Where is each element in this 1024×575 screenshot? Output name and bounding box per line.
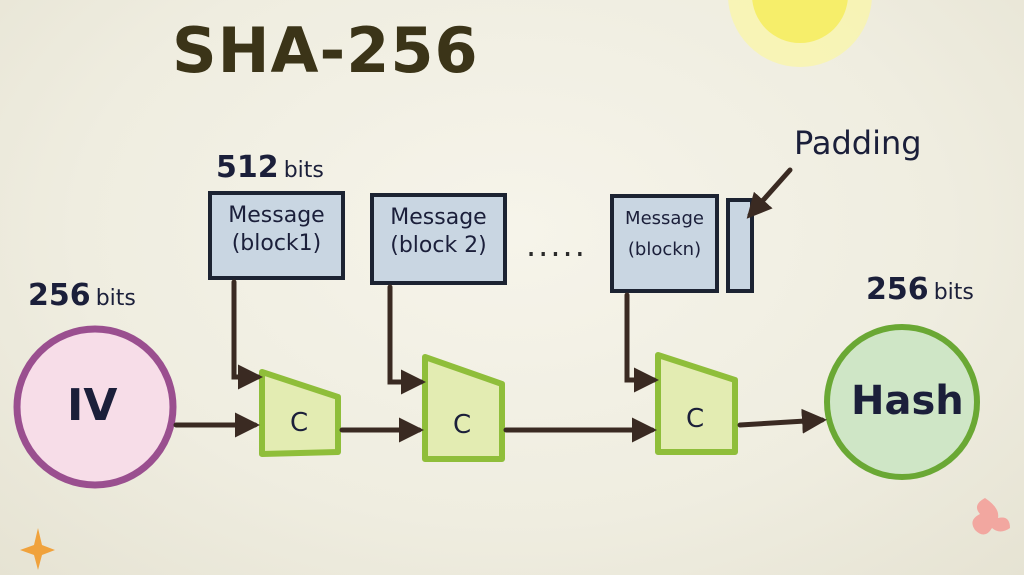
message-block-n-line2: (blockn) [627,238,702,260]
arrow-block1-to-c1 [231,279,263,390]
arrow-padding-pointer [746,167,793,219]
iv-bits-value: 256 [28,278,91,313]
message-bits-label: 512 bits [216,150,324,185]
diagram-title: SHA-256 [172,14,479,87]
message-block-n-text: Message (blockn) [612,208,717,261]
compress-node-3 [655,352,738,455]
compress-label-3: C [686,404,705,434]
sun-decoration [728,0,872,67]
compress-node-1 [259,369,341,457]
ellipsis: ..... [526,226,587,264]
hash-bits-label: 256 bits [866,272,974,307]
message-block-1-text: Message (block1) [210,202,343,257]
message-block-2 [370,193,507,285]
arrow-blockn-to-c3 [624,292,659,393]
hash-bits-value: 256 [866,272,929,307]
orange-flower-decoration [20,528,55,570]
message-block-2-line1: Message [390,205,487,230]
iv-label: IV [67,380,118,431]
compress-label-2: C [453,410,472,440]
arrow-block2-to-c2 [387,284,426,395]
message-bits-value: 512 [216,150,279,185]
hash-bits-unit: bits [933,280,974,305]
message-block-1 [208,191,345,280]
compress-label-1: C [290,408,309,438]
arrow-c3-to-hash [737,408,827,434]
message-bits-unit: bits [283,158,324,183]
compress-node-2 [422,354,505,462]
message-block-1-line2: (block1) [231,230,322,256]
iv-bits-label: 256 bits [28,278,136,313]
message-block-2-line2: (block 2) [390,232,487,258]
iv-bits-unit: bits [95,286,136,311]
hash-node [824,324,980,480]
message-block-1-line1: Message [228,203,325,228]
message-block-n [610,194,719,293]
message-block-2-text: Message (block 2) [372,204,505,259]
message-block-n-line1: Message [625,208,704,229]
pink-flower-decoration [972,498,1010,535]
iv-node [13,325,177,489]
padding-label: Padding [794,124,922,162]
hash-label: Hash [851,378,964,424]
